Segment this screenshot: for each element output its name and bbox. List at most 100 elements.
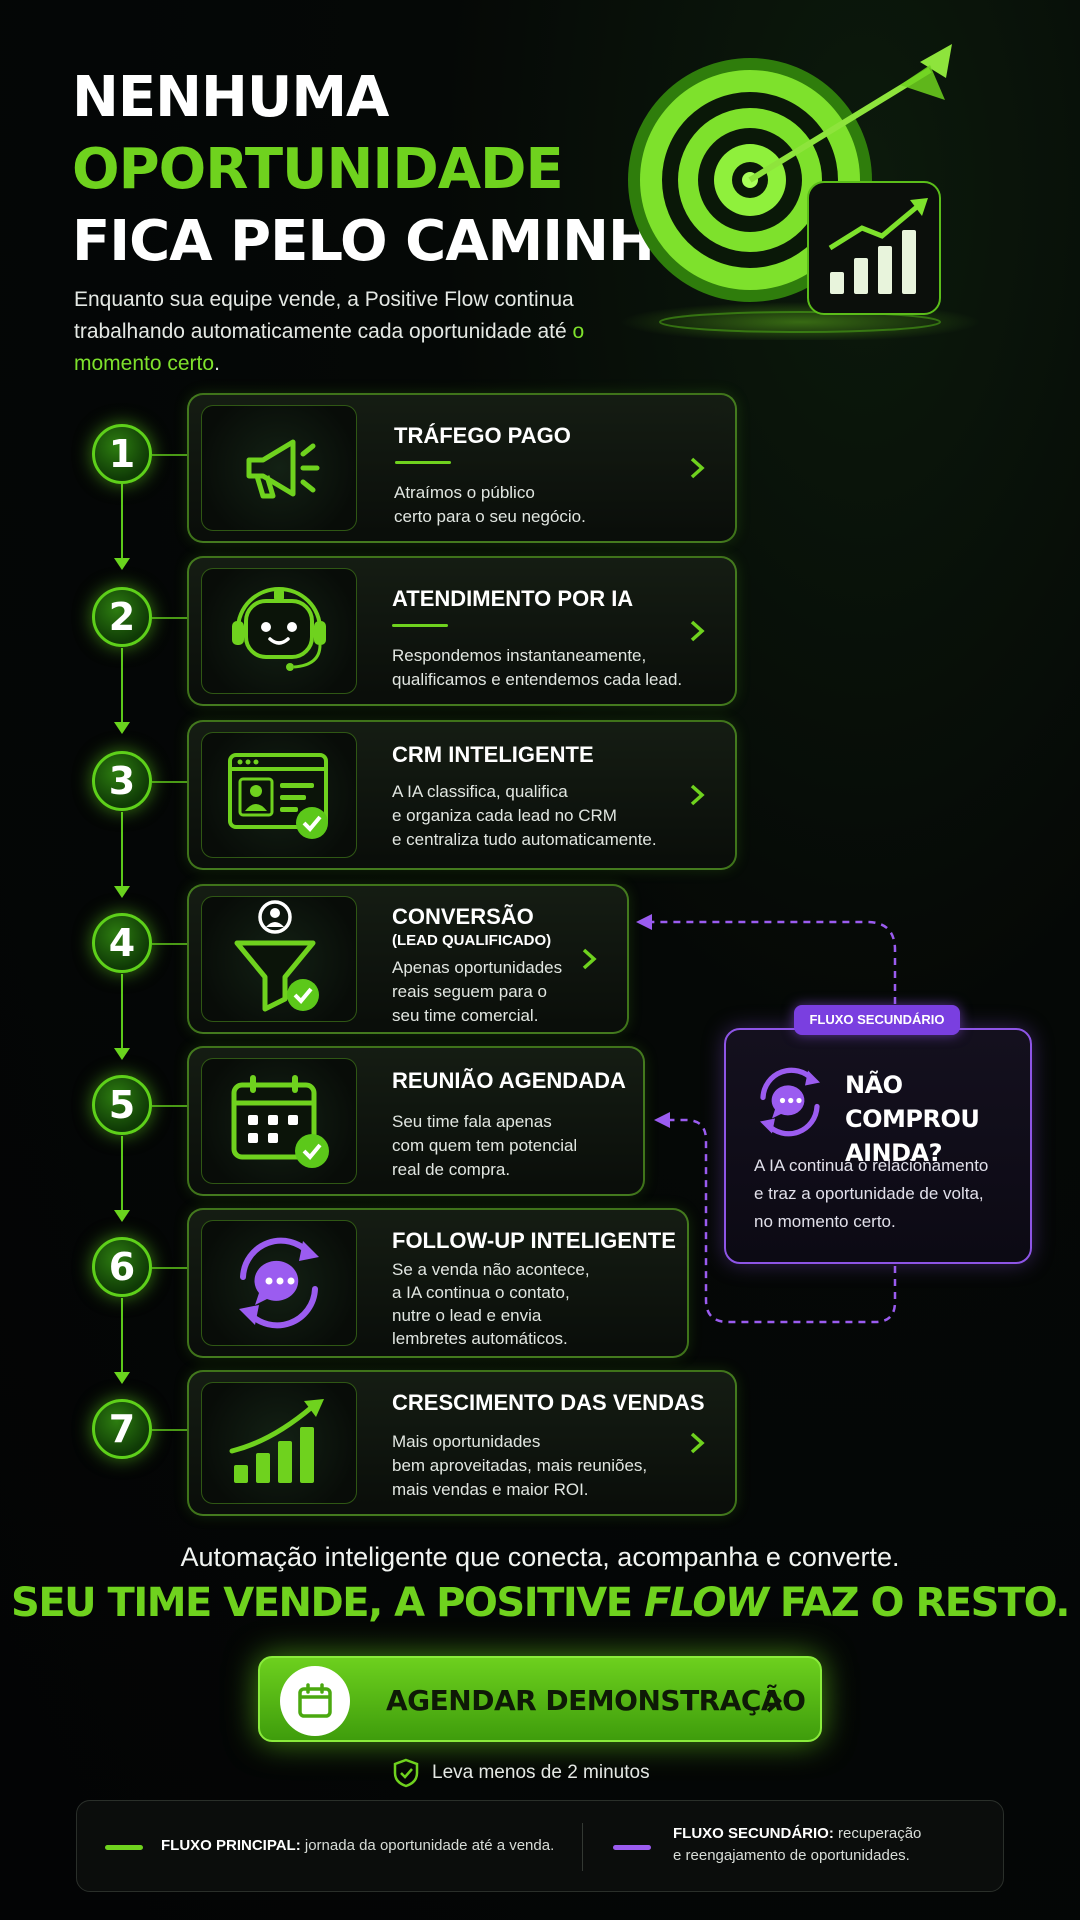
crm-profile-icon (228, 753, 328, 839)
step-icon-box-3 (201, 732, 357, 858)
step-description-7: Mais oportunidades bem aproveitadas, mai… (392, 1432, 648, 1499)
robot-headset-icon (232, 587, 326, 671)
step-card-4[interactable]: CONVERSÃO (LEAD QUALIFICADO) Apenas opor… (187, 884, 629, 1034)
step-number-4: 4 (92, 913, 152, 973)
legend-secondary-desc-2: e reengajamento de oportunidades. (673, 1847, 910, 1864)
step-title-5: REUNIÃO AGENDADA (392, 1068, 626, 1093)
step-title-3: CRM INTELIGENTE (392, 742, 594, 767)
schedule-demo-button[interactable]: AGENDAR DEMONSTRAÇÃO (258, 1656, 822, 1742)
hero-title-line-3-text: FICA PELO CAMINHO (72, 209, 700, 274)
connector-5 (152, 1105, 188, 1107)
flow-line-2-3 (121, 648, 123, 722)
flow-arrow-2-3 (114, 722, 130, 734)
legend-primary-text: FLUXO PRINCIPAL: jornada da oportunidade… (161, 1835, 554, 1857)
connector-6 (152, 1267, 188, 1269)
flow-legend: FLUXO PRINCIPAL: jornada da oportunidade… (76, 1800, 1004, 1892)
step-description-4: Apenas oportunidades reais seguem para o… (392, 958, 563, 1025)
connector-3 (152, 781, 188, 783)
secondary-flow-title: NÃO COMPROU AINDA? (845, 1068, 1025, 1170)
step-icon-box-5 (201, 1058, 357, 1184)
step-description-6: Se a venda não acontece, a IA continua o… (392, 1260, 590, 1348)
secondary-flow-title-line-2: AINDA? (845, 1139, 943, 1167)
time-note: Leva menos de 2 minutos (392, 1757, 650, 1789)
step-icon-box-6 (201, 1220, 357, 1346)
step-description-1: Atraímos o público certo para o seu negó… (394, 483, 586, 526)
flow-arrow-1-2 (114, 558, 130, 570)
chevron-right-icon (690, 620, 705, 642)
legend-secondary-swatch (613, 1845, 651, 1850)
step-card-5[interactable]: REUNIÃO AGENDADA Seu time fala apenas co… (187, 1046, 645, 1196)
legend-divider (582, 1823, 583, 1871)
hero-title-line-1: NENHUMA (72, 65, 389, 130)
step-number-3: 3 (92, 751, 152, 811)
step-title-2: ATENDIMENTO POR IA (392, 586, 634, 611)
flow-line-6-7 (121, 1298, 123, 1372)
funnel-icon (234, 900, 319, 1012)
secondary-flow-title-line-1: NÃO COMPROU (845, 1071, 980, 1133)
step-title-4: CONVERSÃO (392, 904, 534, 929)
step-divider-1 (395, 461, 451, 464)
chevron-right-icon (766, 1689, 782, 1713)
arrow-icon (748, 44, 952, 183)
chevron-right-icon (690, 1432, 705, 1454)
legend-primary-swatch (105, 1845, 143, 1850)
step-card-1[interactable]: TRÁFEGO PAGO Atraímos o público certo pa… (187, 393, 737, 543)
step-description-2: Respondemos instantaneamente, qualificam… (392, 646, 683, 689)
step-card-2[interactable]: ATENDIMENTO POR IA Respondemos instantan… (187, 556, 737, 706)
step-card-6[interactable]: FOLLOW-UP INTELIGENTE Se a venda não aco… (187, 1208, 689, 1358)
step-subtitle-4: (LEAD QUALIFICADO) (392, 932, 552, 949)
step-title-1: TRÁFEGO PAGO (394, 423, 571, 448)
chevron-right-icon (690, 784, 705, 806)
step-number-2: 2 (92, 587, 152, 647)
footer-headline: SEU TIME VENDE, A POSITIVE FLOW FAZ O RE… (0, 1580, 1080, 1626)
connector-1 (152, 454, 188, 456)
calendar-icon (298, 1683, 332, 1718)
step-description-3: A IA classifica, qualifica e organiza ca… (392, 782, 657, 849)
target-arrow-illustration (620, 44, 980, 340)
step-icon-box-7 (201, 1382, 357, 1504)
chat-cycle-icon (239, 1237, 319, 1329)
legend-secondary-desc-1: recuperação (833, 1825, 922, 1842)
footer-headline-b: FAZ O RESTO. (767, 1580, 1071, 1626)
chevron-right-icon (582, 948, 597, 970)
hero-subtitle: Enquanto sua equipe vende, a Positive Fl… (74, 284, 594, 380)
hero-title-line-2: OPORTUNIDADE (72, 137, 564, 202)
flow-arrow-6-7 (114, 1372, 130, 1384)
hero-subtitle-highlight: o momento certo (74, 320, 585, 375)
chevron-right-icon (690, 457, 705, 479)
secondary-flow-description: A IA continua o relacionamento e traz a … (754, 1156, 989, 1231)
step-title-7: CRESCIMENTO DAS VENDAS (392, 1390, 705, 1415)
connector-7 (152, 1429, 188, 1431)
secondary-flow-tag: FLUXO SECUNDÁRIO (794, 1005, 960, 1035)
step-number-6: 6 (92, 1237, 152, 1297)
hero-subtitle-end: . (214, 352, 220, 375)
step-title-6: FOLLOW-UP INTELIGENTE (392, 1228, 676, 1253)
shield-check-icon (393, 1758, 419, 1788)
step-number-5: 5 (92, 1075, 152, 1135)
growth-badge-icon (807, 181, 941, 315)
flow-arrow-5-6 (114, 1210, 130, 1222)
footer-headline-flow: FLOW (643, 1580, 769, 1626)
flow-line-4-5 (121, 974, 123, 1048)
step-number-1: 1 (92, 424, 152, 484)
step-icon-box-1 (201, 405, 357, 531)
step-card-3[interactable]: CRM INTELIGENTE A IA classifica, qualifi… (187, 720, 737, 870)
flow-line-3-4 (121, 812, 123, 886)
time-note-text: Leva menos de 2 minutos (432, 1762, 650, 1783)
flow-line-1-2 (121, 484, 123, 558)
growth-chart-icon (229, 1399, 324, 1483)
chat-cycle-icon (760, 1067, 820, 1137)
step-icon-box-2 (201, 568, 357, 694)
secondary-flow-card (724, 1028, 1032, 1264)
footer-tagline: Automação inteligente que conecta, acomp… (180, 1542, 900, 1572)
footer-headline-a: SEU TIME VENDE, A POSITIVE (11, 1580, 644, 1626)
megaphone-icon (246, 439, 320, 499)
cta-calendar-badge (280, 1666, 350, 1736)
calendar-check-icon (231, 1075, 329, 1168)
step-description-5: Seu time fala apenas com quem tem potenc… (392, 1112, 578, 1179)
connector-4 (152, 943, 188, 945)
hero-subtitle-text: Enquanto sua equipe vende, a Positive Fl… (74, 288, 574, 343)
step-card-7[interactable]: CRESCIMENTO DAS VENDAS Mais oportunidade… (187, 1370, 737, 1516)
